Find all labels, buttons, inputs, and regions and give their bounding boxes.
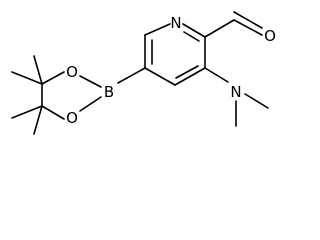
boronate-ester — [11, 55, 146, 135]
bond-n1-c2-inner — [183, 31, 200, 42]
atom-label-amine-n: N — [230, 83, 241, 101]
bond-cho-o-1 — [233, 19, 263, 36]
atom-labels: N O N B O O — [66, 14, 276, 127]
bond-clower-me-down — [33, 105, 43, 135]
bond-clower-me-left — [11, 105, 43, 119]
bond-c3-namine — [204, 67, 229, 83]
bond-c6-n1 — [144, 23, 171, 36]
bond-b-o-upper — [79, 75, 102, 88]
pyridine-ring — [144, 23, 206, 86]
bond-n1-c2 — [182, 23, 206, 38]
bond-cupper-me-up — [33, 55, 43, 85]
atom-label-ester-o-lower: O — [66, 109, 78, 127]
bond-c3-c4 — [174, 67, 206, 86]
bond-c2-cho — [204, 19, 235, 38]
bond-cupper-me-left — [11, 71, 43, 85]
atom-label-boron: B — [104, 83, 114, 101]
atom-label-aldehyde-o: O — [264, 27, 276, 45]
aldehyde-group — [204, 11, 263, 38]
bond-c3-c4-inner — [175, 65, 199, 79]
molecule-svg: N O N B O O — [11, 11, 276, 135]
bond-o-upper-c — [41, 71, 65, 85]
bond-cho-o-2 — [233, 11, 263, 29]
atom-label-ester-o-upper: O — [66, 63, 78, 81]
bond-namine-me-right — [244, 93, 269, 109]
bond-c4-c5 — [144, 67, 176, 86]
dimethylamino-group — [204, 67, 269, 127]
bond-o-lower-c — [41, 105, 65, 120]
bond-b-o-lower — [79, 96, 102, 112]
bond-c5-b — [117, 67, 146, 84]
atom-label-pyridine-n: N — [170, 14, 181, 32]
structure-canvas: N O N B O O — [11, 11, 276, 135]
